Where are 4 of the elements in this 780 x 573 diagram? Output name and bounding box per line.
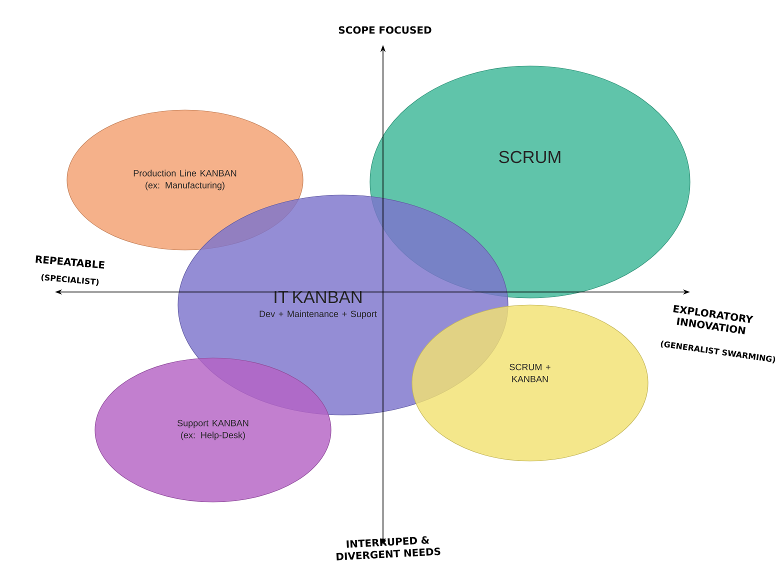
- axis-label: INTERRUPED & DIVERGENT NEEDS: [336, 536, 440, 560]
- axis-label: REPEATABLE: [36, 255, 104, 269]
- axis-label: (SPECIALIST): [41, 274, 99, 286]
- axis-label: SCOPE FOCUSED: [338, 26, 432, 34]
